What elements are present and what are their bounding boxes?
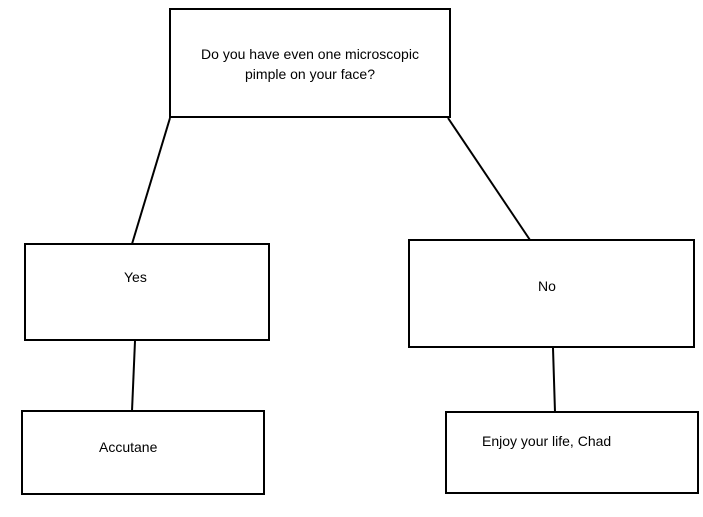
question-label: Do you have even one microscopic pimple … [201,46,419,83]
accutane-node: Accutane [21,410,265,495]
question-node: Do you have even one microscopic pimple … [169,8,451,118]
edge-no-to-enjoy [552,347,556,413]
yes-label: Yes [124,269,147,285]
edge-question-to-no [447,117,531,241]
edge-yes-to-accutane [131,340,136,412]
edge-question-to-yes [131,117,171,245]
no-node: No [408,239,695,348]
no-label: No [538,278,556,294]
accutane-label: Accutane [99,439,158,455]
yes-node: Yes [24,243,270,341]
enjoy-node: Enjoy your life, Chad [445,411,699,494]
enjoy-label: Enjoy your life, Chad [482,433,612,449]
